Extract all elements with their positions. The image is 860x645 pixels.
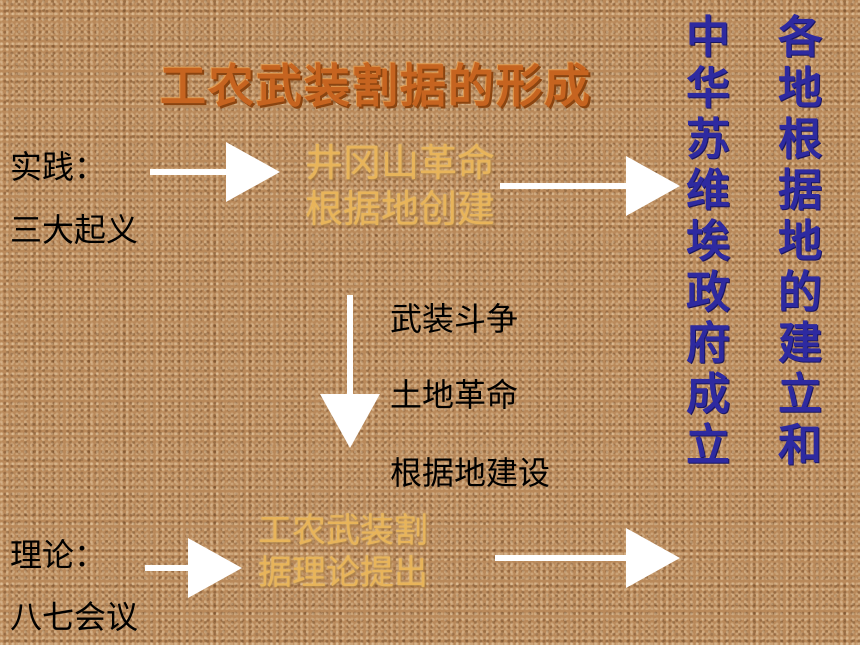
- theory-result-box: 工农武装割 据理论提出: [258, 510, 428, 594]
- theory-item: 八七会议: [10, 598, 139, 636]
- jinggangshan-line2: 根据地创建: [305, 187, 496, 231]
- page-title: 工农武装割据的形成: [160, 59, 592, 113]
- practice-label: 实践：: [10, 148, 107, 186]
- theory-label: 理论：: [10, 536, 107, 574]
- theory-result-line2: 据理论提出: [258, 553, 428, 593]
- jinggangshan-box: 井冈山革命 根据地创建: [305, 140, 495, 232]
- jinggangshan-line1: 井冈山革命: [305, 141, 496, 185]
- activity-land-revolution: 土地革命: [390, 376, 519, 414]
- theory-result-line1: 工农武装割: [258, 511, 428, 551]
- soviet-government-column: 中华苏维埃政府成立: [686, 12, 730, 471]
- activity-base-building: 根据地建设: [390, 454, 551, 492]
- practice-item: 三大起义: [10, 211, 139, 249]
- activity-armed-struggle: 武装斗争: [390, 300, 519, 338]
- base-areas-column: 各地根据地的建立和: [778, 12, 822, 471]
